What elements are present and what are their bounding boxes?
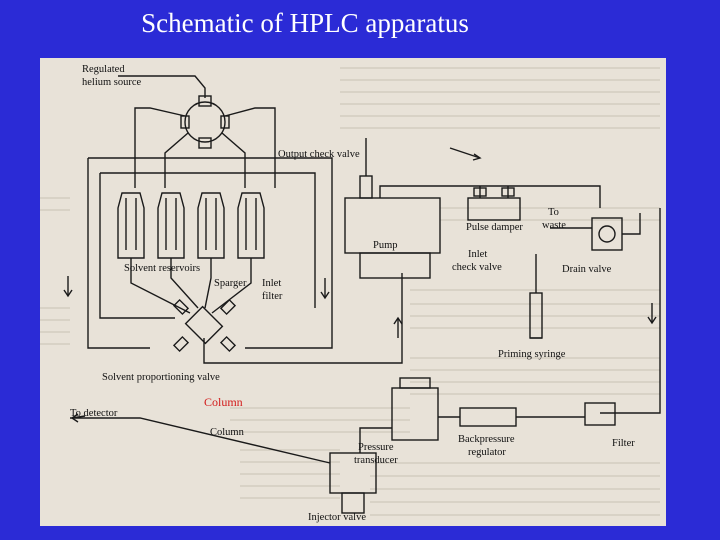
pulse-damper (467, 197, 521, 221)
output-check-valve-label: Output check valve (278, 149, 360, 160)
solvent-loop (99, 173, 175, 319)
backpressure-regulator-label-1: Backpressure (458, 434, 515, 445)
injector-valve (329, 452, 377, 514)
inlet-check-valve-label-1: Inlet (468, 249, 487, 260)
priming-syringe-label: Priming syringe (498, 349, 566, 360)
filter-label: Filter (612, 438, 635, 449)
filter (584, 402, 616, 426)
helium-source-label-2: helium source (82, 77, 142, 88)
inlet-check-valve-label-2: check valve (452, 262, 502, 273)
pulse-damper-label: Pulse damper (466, 222, 523, 233)
priming-syringe (529, 254, 543, 339)
slide-title: Schematic of HPLC apparatus (141, 8, 469, 38)
pressure-transducer-label-2: transducer (354, 455, 398, 466)
backpressure-regulator-label-2: regulator (468, 447, 506, 458)
inlet-filter-label-1: Inlet (262, 278, 281, 289)
sparger-label: Sparger (214, 278, 247, 289)
solvent-proportioning-valve (172, 298, 237, 353)
solvent-reservoirs (117, 192, 265, 259)
solvent-proportioning-valve-label: Solvent proportioning valve (102, 372, 220, 383)
helium-manifold (184, 101, 226, 143)
helium-source-label-1: Regulated (82, 64, 125, 75)
injector-valve-label: Injector valve (308, 512, 366, 523)
to-waste-label-1: To (548, 207, 559, 218)
backpressure-regulator (459, 407, 517, 427)
inlet-filter-label-2: filter (262, 291, 283, 302)
drain-valve-label: Drain valve (562, 264, 612, 275)
solvent-reservoirs-label: Solvent reservoirs (124, 263, 200, 274)
to-waste-label-2: waste (542, 220, 566, 231)
drain-valve (591, 217, 623, 251)
helium-line (118, 75, 206, 98)
column-line (70, 417, 331, 464)
column-highlight-label: Column (204, 395, 243, 409)
to-detector-label: To detector (70, 408, 118, 419)
schematic-drawing: Regulated helium source Output check val… (40, 64, 661, 523)
pressure-transducer-label-1: Pressure (358, 442, 394, 453)
pressure-transducer (391, 377, 439, 441)
column-label: Column (210, 427, 245, 438)
background-text-texture (40, 67, 660, 516)
pump-label: Pump (373, 240, 398, 251)
hplc-schematic: Regulated helium source Output check val… (40, 58, 666, 526)
